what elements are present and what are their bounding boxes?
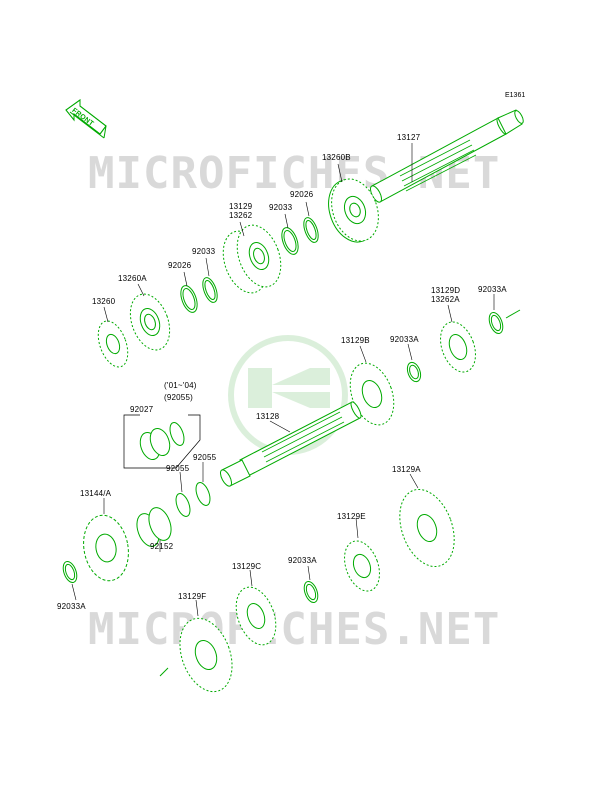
label-92033-a: 92033 — [269, 203, 293, 212]
washer-92033a-right-top — [488, 309, 521, 335]
label-92033a-a: 92033A — [478, 285, 507, 294]
gear-13260b — [328, 178, 379, 243]
kawasaki-logo — [228, 335, 348, 455]
gear-13129-13262 — [222, 224, 282, 294]
label-13262: 13262 — [229, 211, 253, 220]
label-92027: 92027 — [130, 405, 154, 414]
label-13129d: 13129D — [431, 286, 461, 295]
sprocket-13144 — [83, 514, 129, 582]
shaft-13128 — [219, 401, 362, 487]
label-92033a-c: 92033A — [288, 556, 317, 565]
gear-13129d-13262a — [440, 321, 476, 373]
optional-parts-bracket — [123, 414, 201, 469]
label-92055-paren: (92055) — [164, 393, 193, 402]
label-13144: 13144/A — [80, 489, 112, 498]
label-13127: 13127 — [397, 133, 421, 142]
label-92033a-b: 92033A — [390, 335, 419, 344]
gear-13260 — [97, 320, 129, 368]
front-arrow-icon — [65, 99, 107, 139]
gear-13129a — [399, 488, 455, 568]
label-92033a-d: 92033A — [57, 602, 86, 611]
washer-92033-mid — [202, 277, 218, 303]
label-13129e: 13129E — [337, 512, 366, 521]
shaft-13127 — [369, 109, 524, 203]
watermark-bottom: MICROFICHES.NET — [88, 604, 501, 655]
washer-92026-mid — [180, 285, 198, 313]
washer-92033a-left — [62, 560, 78, 584]
label-92152: 92152 — [150, 542, 174, 551]
label-13128: 13128 — [256, 412, 280, 421]
label-13129b: 13129B — [341, 336, 370, 345]
gear-13260a — [129, 293, 171, 351]
oring-92055-a — [175, 493, 191, 517]
oring-92055-optional — [169, 422, 185, 446]
gear-13129f — [159, 617, 233, 693]
label-92055-a: 92055 — [166, 464, 190, 473]
washer-92033a-right-mid — [406, 361, 422, 383]
washer-92033-upper — [281, 227, 299, 255]
label-13260b: 13260B — [322, 153, 351, 162]
label-92055-b: 92055 — [193, 453, 217, 462]
label-13262a: 13262A — [431, 295, 460, 304]
gear-13129b — [349, 362, 395, 426]
label-years: ('01~'04) — [164, 381, 197, 390]
washer-92033a-bottom — [303, 580, 319, 604]
label-13129f: 13129F — [178, 592, 207, 601]
oring-92055-b — [195, 482, 211, 506]
label-13260: 13260 — [92, 297, 116, 306]
label-13129c: 13129C — [232, 562, 262, 571]
label-13129a: 13129A — [392, 465, 421, 474]
gear-13129c — [235, 586, 277, 646]
label-92026-b: 92026 — [168, 261, 192, 270]
label-13129: 13129 — [229, 202, 253, 211]
label-92026-a: 92026 — [290, 190, 314, 199]
label-92033-b: 92033 — [192, 247, 216, 256]
gear-13129e — [344, 540, 380, 592]
bushing-92027 — [139, 427, 171, 461]
washer-92026-upper — [303, 217, 319, 243]
diagram-ref-code: E1361 — [505, 92, 526, 99]
bushing-92152 — [136, 507, 172, 547]
leader-lines — [71, 143, 495, 617]
label-13260a: 13260A — [118, 274, 147, 283]
